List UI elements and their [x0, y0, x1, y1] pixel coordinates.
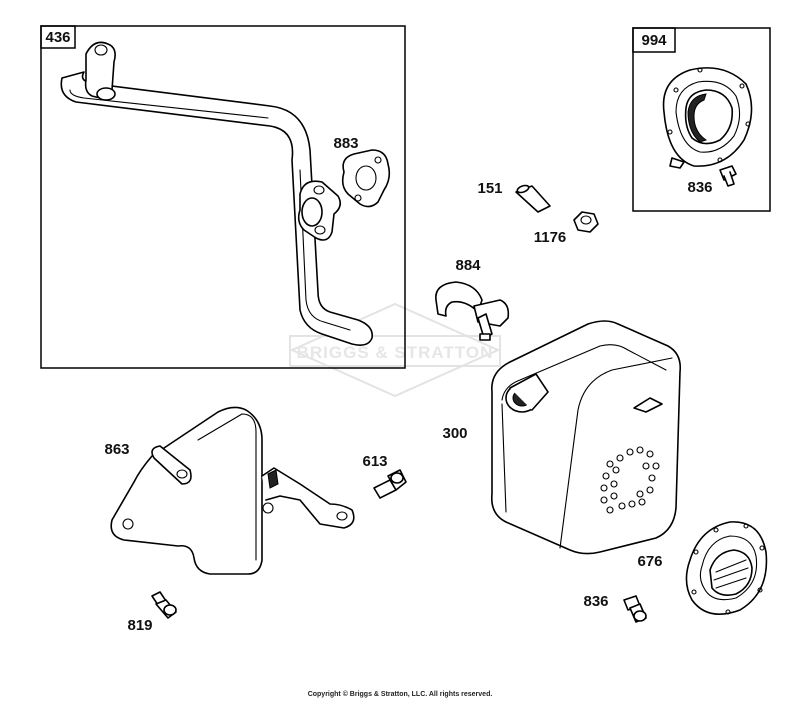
callout-884: 884	[455, 257, 481, 274]
pin-151[interactable]	[515, 184, 551, 213]
muffler-vents	[600, 446, 660, 514]
end-cap-676[interactable]	[685, 521, 768, 616]
callout-1176: 1176	[534, 229, 567, 246]
callout-819: 819	[127, 617, 152, 634]
bracket-863[interactable]	[110, 406, 355, 575]
box-label-994: 994	[641, 32, 667, 49]
callout-836-top: 836	[687, 179, 712, 196]
callout-863: 863	[104, 441, 129, 458]
screw-819[interactable]	[151, 591, 177, 619]
watermark-text: BRIGGS & STRATTON	[297, 343, 494, 362]
gasket-883[interactable]	[341, 149, 391, 208]
screw-836-top[interactable]	[719, 165, 737, 187]
callout-300: 300	[442, 425, 467, 442]
spark-arrestor-screen[interactable]	[662, 67, 753, 169]
pipe-kit-box[interactable]: 436	[40, 25, 406, 369]
copyright-notice: Copyright © Briggs & Stratton, LLC. All …	[307, 691, 493, 698]
exhaust-pipe[interactable]	[60, 41, 374, 346]
callout-151: 151	[477, 180, 502, 197]
callout-836-bottom: 836	[583, 593, 608, 610]
watermark-logo: BRIGGS & STRATTON	[289, 302, 501, 398]
box-label-436: 436	[45, 29, 70, 46]
muffler-300[interactable]	[490, 320, 682, 555]
screw-836-bottom[interactable]	[623, 595, 647, 623]
clamp-884[interactable]	[435, 281, 510, 341]
nut-1176[interactable]	[573, 211, 599, 233]
spark-arrestor-kit-box[interactable]: 994	[632, 27, 771, 212]
screw-613[interactable]	[373, 469, 407, 499]
callout-883: 883	[333, 135, 358, 152]
callout-676: 676	[637, 553, 662, 570]
callout-613: 613	[362, 453, 387, 470]
